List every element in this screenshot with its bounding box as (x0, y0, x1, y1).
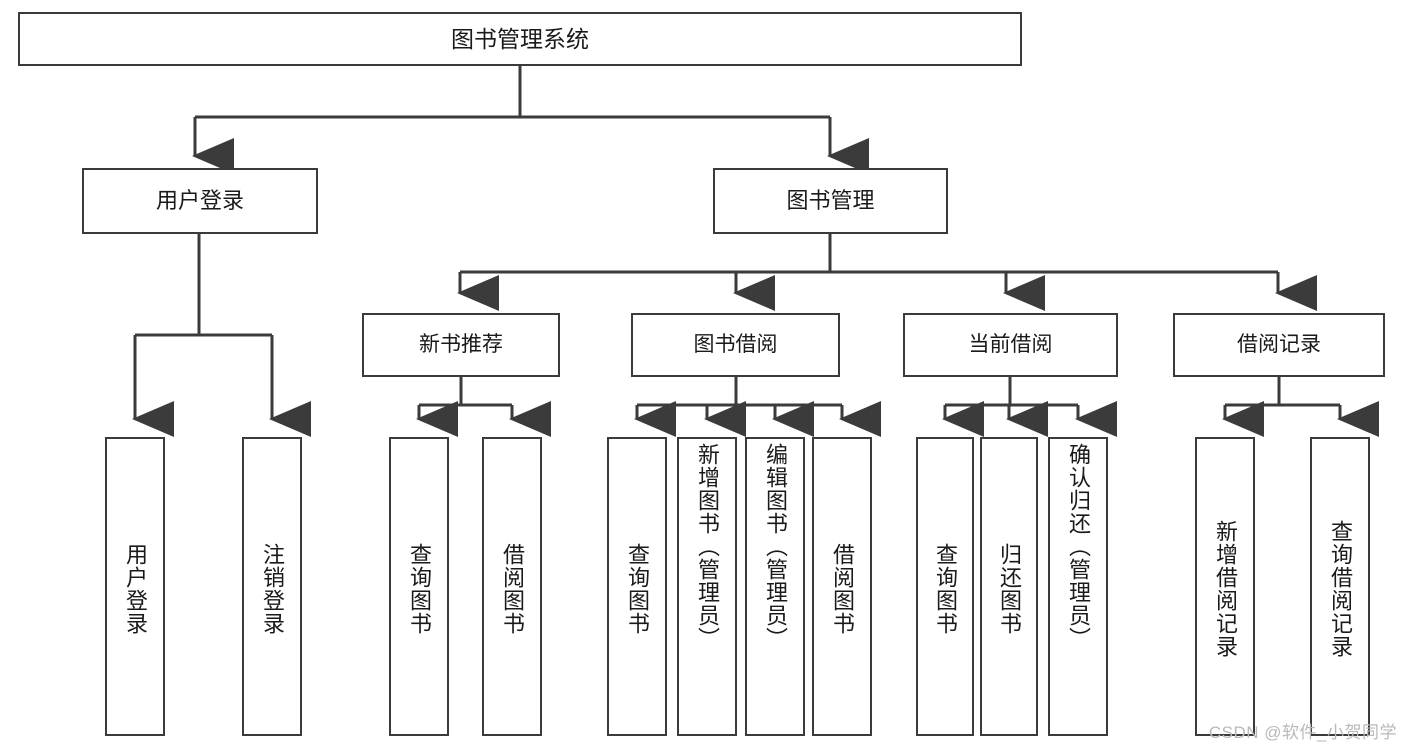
node-leaf-query-book-1[interactable]: 查询图书 (389, 437, 449, 736)
node-leaf-query-book-3-label: 查询图书 (933, 542, 958, 635)
node-leaf-query-book-3[interactable]: 查询图书 (916, 437, 974, 736)
node-leaf-query-record-label: 查询借阅记录 (1328, 519, 1353, 658)
node-leaf-edit-book-label: 编辑图书（管理员） (763, 443, 788, 650)
node-book-borrow-label: 图书借阅 (693, 333, 778, 357)
node-leaf-borrow-book-1-label: 借阅图书 (500, 542, 525, 635)
node-book-manage-label: 图书管理 (786, 187, 875, 213)
node-new-book-recommend-label: 新书推荐 (419, 333, 503, 357)
node-leaf-confirm-return-label: 确认归还（管理员） (1066, 443, 1091, 650)
node-leaf-user-login-label: 用户登录 (123, 542, 148, 635)
node-leaf-borrow-book-1[interactable]: 借阅图书 (482, 437, 542, 736)
node-leaf-add-book[interactable]: 新增图书（管理员） (677, 437, 737, 736)
node-leaf-return-book[interactable]: 归还图书 (980, 437, 1038, 736)
node-root-label: 图书管理系统 (451, 25, 589, 52)
node-leaf-logout-login-label: 注销登录 (260, 542, 285, 635)
node-leaf-user-login[interactable]: 用户登录 (105, 437, 165, 736)
node-leaf-add-book-label: 新增图书（管理员） (695, 443, 720, 650)
node-book-borrow[interactable]: 图书借阅 (631, 313, 840, 377)
node-leaf-add-record-label: 新增借阅记录 (1213, 519, 1238, 658)
node-leaf-borrow-book-2[interactable]: 借阅图书 (812, 437, 872, 736)
node-leaf-query-book-2[interactable]: 查询图书 (607, 437, 667, 736)
node-leaf-edit-book[interactable]: 编辑图书（管理员） (745, 437, 805, 736)
node-leaf-return-book-label: 归还图书 (997, 542, 1022, 635)
node-leaf-add-record[interactable]: 新增借阅记录 (1195, 437, 1255, 736)
node-leaf-query-book-1-label: 查询图书 (407, 542, 432, 635)
node-current-borrow[interactable]: 当前借阅 (903, 313, 1118, 377)
node-leaf-confirm-return[interactable]: 确认归还（管理员） (1048, 437, 1108, 736)
node-leaf-borrow-book-2-label: 借阅图书 (830, 542, 855, 635)
node-user-login[interactable]: 用户登录 (82, 168, 318, 234)
node-user-login-label: 用户登录 (155, 187, 244, 213)
node-leaf-logout-login[interactable]: 注销登录 (242, 437, 302, 736)
node-new-book-recommend[interactable]: 新书推荐 (362, 313, 560, 377)
node-borrow-record[interactable]: 借阅记录 (1173, 313, 1385, 377)
node-leaf-query-book-2-label: 查询图书 (625, 542, 650, 635)
node-current-borrow-label: 当前借阅 (968, 333, 1053, 357)
node-leaf-query-record[interactable]: 查询借阅记录 (1310, 437, 1370, 736)
node-borrow-record-label: 借阅记录 (1237, 333, 1321, 357)
node-root[interactable]: 图书管理系统 (18, 12, 1022, 66)
node-book-manage[interactable]: 图书管理 (713, 168, 948, 234)
